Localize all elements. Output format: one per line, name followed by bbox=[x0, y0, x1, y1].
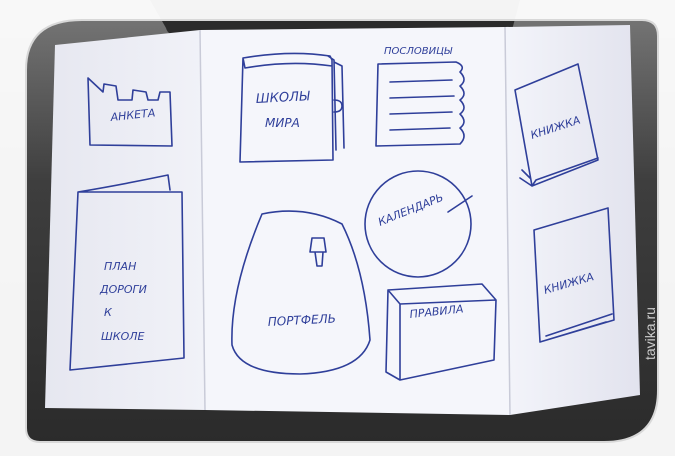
label-plan-2: ДОРОГИ bbox=[99, 283, 147, 296]
label-plan-4: ШКОЛЕ bbox=[101, 330, 145, 343]
label-plan-1: ПЛАН bbox=[104, 260, 136, 273]
label-plan-3: К bbox=[104, 306, 113, 319]
label-shkoly: ШКОЛЫ bbox=[255, 89, 311, 107]
label-mira: МИРА bbox=[265, 116, 300, 130]
label-poslovitsy: ПОСЛОВИЦЫ bbox=[384, 46, 453, 57]
watermark: tavika.ru bbox=[642, 307, 658, 360]
